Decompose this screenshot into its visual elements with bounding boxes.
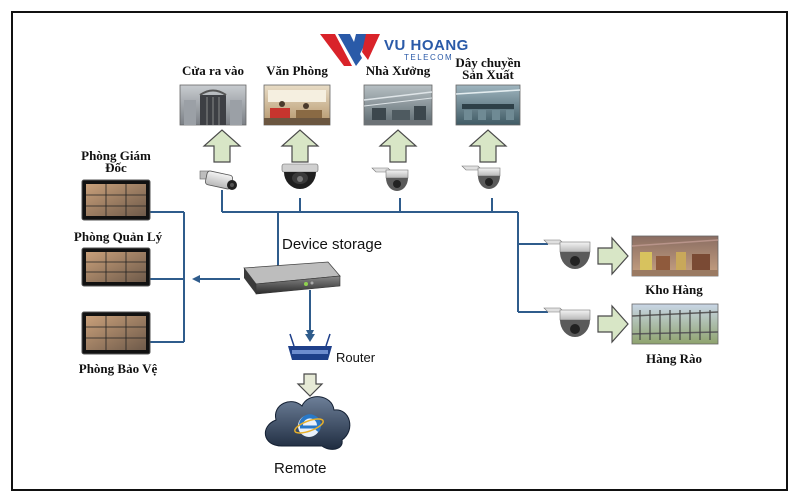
monitor-director — [81, 179, 151, 221]
ptz-camera-icon-fence — [543, 307, 591, 337]
ptz-camera-icon — [371, 167, 409, 191]
office-up-arrow — [280, 129, 320, 163]
fence-right-arrow — [597, 304, 629, 344]
network-lines — [150, 190, 548, 343]
storage-label: Device storage — [282, 236, 383, 253]
internet-cloud-icon — [265, 396, 351, 450]
monitor-label-security: Phòng Bảo Vệ — [78, 361, 158, 376]
factory-up-arrow — [378, 129, 418, 163]
warehouse-right-arrow — [597, 236, 629, 276]
monitor-manager — [81, 247, 151, 287]
brand-subtitle: TELECOM — [404, 53, 454, 62]
warehouse-photo — [631, 235, 719, 277]
fence-photo — [631, 303, 719, 345]
site-label-gate: Cửa ra vào — [182, 63, 244, 78]
bullet-camera-icon — [199, 170, 237, 190]
factory-photo — [363, 84, 433, 126]
site-label-warehouse: Kho Hàng — [645, 282, 703, 297]
site-label-office: Văn Phòng — [266, 63, 328, 78]
office-photo — [263, 84, 331, 126]
site-label-production-line: Dây chuyền Sản Xuất — [455, 55, 521, 82]
monitor-security — [81, 311, 151, 355]
router-icon — [288, 333, 332, 360]
site-label-factory: Nhà Xưởng — [365, 63, 431, 78]
monitor-label-director: Phòng Giám Đốc — [81, 148, 151, 175]
router-arrowhead — [305, 334, 315, 342]
gate-up-arrow — [202, 129, 242, 163]
dome-camera-icon — [281, 163, 319, 189]
brand-logo-mark — [320, 34, 380, 66]
router-down-arrow — [296, 373, 324, 397]
production-line-photo — [455, 84, 521, 126]
brand-name: VU HOANG — [384, 37, 469, 54]
ptz-camera-icon-warehouse — [543, 239, 591, 269]
dvr-device-icon — [243, 261, 341, 295]
ptz-camera-icon-2 — [461, 165, 501, 189]
monitor-label-manager: Phòng Quản Lý — [73, 229, 163, 244]
site-label-fence: Hàng Rào — [646, 351, 702, 366]
gate-photo — [179, 84, 247, 126]
router-label: Router — [336, 350, 376, 365]
line-up-arrow — [468, 129, 508, 163]
remote-label: Remote — [274, 460, 327, 477]
